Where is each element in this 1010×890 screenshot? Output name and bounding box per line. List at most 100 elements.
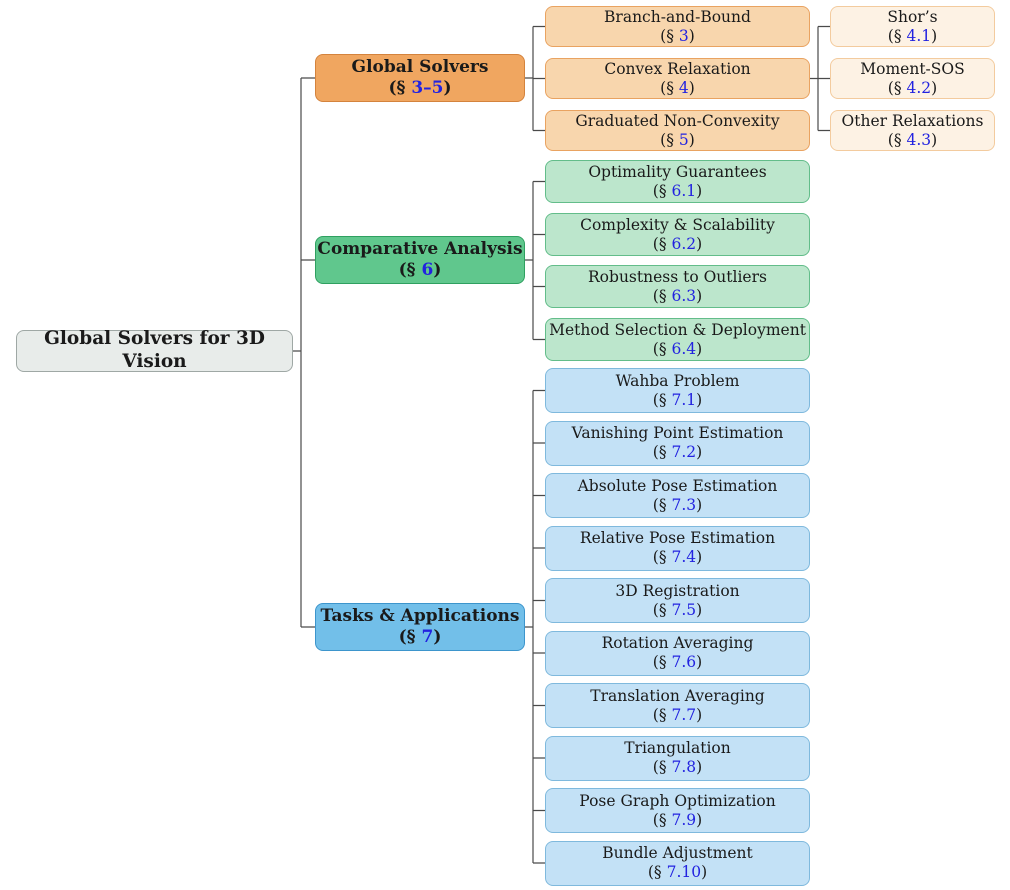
section-ref-number[interactable]: 7.10 — [666, 863, 702, 881]
node-label: Wahba Problem — [615, 371, 740, 390]
section-ref: (§ 6.3) — [653, 287, 702, 306]
section-ref: (§ 7.2) — [653, 443, 702, 462]
section-close: ) — [433, 627, 442, 647]
section-ref: (§ 4.1) — [888, 27, 937, 46]
section-ref-number[interactable]: 6.1 — [671, 181, 697, 200]
connector-comparative-analysis-children — [525, 180, 545, 341]
node-relative-pose-estimation: Relative Pose Estimation (§ 7.4) — [545, 525, 810, 571]
node-label: Global Solvers for 3D Vision — [44, 328, 265, 372]
node-pose-graph-optimization: Pose Graph Optimization (§ 7.9) — [545, 788, 810, 833]
section-ref-number[interactable]: 7.5 — [671, 600, 697, 619]
node-graduated-non-convexity: Graduated Non-Convexity (§ 5) — [545, 110, 810, 151]
node-label: Shor’s — [887, 7, 938, 26]
section-close: ) — [433, 260, 442, 280]
node-other-relaxations: Other Relaxations (§ 4.3) — [830, 110, 995, 151]
node-vanishing-point-estimation: Vanishing Point Estimation (§ 7.2) — [545, 420, 810, 466]
section-open: (§ — [652, 443, 672, 461]
section-open: (§ — [652, 234, 672, 253]
section-ref-number[interactable]: 7.4 — [671, 548, 697, 566]
section-ref: (§ 7.5) — [653, 601, 702, 620]
section-close: ) — [701, 863, 708, 881]
node-optimality-guarantees: Optimality Guarantees (§ 6.1) — [545, 160, 810, 203]
section-open: (§ — [652, 758, 672, 776]
section-open: (§ — [887, 130, 907, 149]
node-label: Pose Graph Optimization — [579, 791, 776, 810]
section-ref-number[interactable]: 6.2 — [671, 234, 697, 253]
section-ref-number[interactable]: 4.2 — [906, 78, 932, 97]
section-ref: (§ 3–5) — [388, 78, 451, 99]
section-close: ) — [931, 130, 938, 149]
section-open: (§ — [398, 260, 422, 280]
section-ref-number[interactable]: 6.3 — [671, 286, 697, 305]
section-ref-number[interactable]: 7 — [421, 627, 434, 647]
section-open: (§ — [652, 548, 672, 566]
section-close: ) — [696, 390, 703, 409]
section-ref: (§ 6.2) — [653, 235, 702, 254]
node-3d-registration: 3D Registration (§ 7.5) — [545, 578, 810, 623]
section-close: ) — [931, 78, 938, 97]
section-open: (§ — [652, 339, 672, 358]
section-ref-number[interactable]: 7.8 — [671, 758, 697, 776]
section-close: ) — [931, 26, 938, 45]
connector-global-solvers-children — [525, 25, 545, 132]
section-ref: (§ 4.2) — [888, 79, 937, 98]
node-root: Global Solvers for 3D Vision — [16, 328, 293, 372]
node-method-selection-deployment: Method Selection & Deployment (§ 6.4) — [545, 318, 810, 361]
section-close: ) — [688, 26, 695, 45]
section-ref: (§ 6) — [399, 260, 442, 281]
section-ref: (§ 7.6) — [653, 653, 702, 672]
section-close: ) — [696, 548, 703, 566]
section-ref: (§ 6.1) — [653, 182, 702, 201]
node-translation-averaging: Translation Averaging (§ 7.7) — [545, 683, 810, 728]
section-open: (§ — [887, 78, 907, 97]
node-label: Triangulation — [624, 739, 731, 758]
node-triangulation: Triangulation (§ 7.8) — [545, 735, 810, 781]
node-tasks-applications: Tasks & Applications (§ 7) — [315, 603, 525, 651]
node-convex-relaxation: Convex Relaxation (§ 4) — [545, 58, 810, 99]
section-open: (§ — [887, 26, 907, 45]
section-ref-number[interactable]: 6.4 — [671, 339, 697, 358]
section-ref: (§ 7) — [399, 627, 442, 648]
node-wahba-problem: Wahba Problem (§ 7.1) — [545, 368, 810, 413]
section-ref-number[interactable]: 7.3 — [671, 495, 697, 514]
node-complexity-scalability: Complexity & Scalability (§ 6.2) — [545, 213, 810, 256]
section-open: (§ — [652, 705, 672, 724]
section-ref-number[interactable]: 5 — [678, 130, 689, 149]
section-ref: (§ 7.1) — [653, 391, 702, 410]
section-ref-number[interactable]: 7.9 — [671, 810, 697, 829]
connector-convex-relaxation-children — [810, 25, 830, 132]
section-open: (§ — [652, 653, 672, 671]
section-close: ) — [696, 810, 703, 829]
section-ref-number[interactable]: 7.2 — [671, 443, 697, 461]
section-ref-number[interactable]: 7.1 — [671, 390, 697, 409]
section-close: ) — [696, 653, 703, 671]
section-ref-number[interactable]: 3 — [678, 26, 689, 45]
node-label: Comparative Analysis — [317, 239, 523, 260]
section-ref-number[interactable]: 3–5 — [411, 78, 444, 98]
section-ref: (§ 7.3) — [653, 496, 702, 515]
section-ref: (§ 3) — [660, 27, 695, 46]
section-ref-number[interactable]: 6 — [421, 260, 434, 280]
section-close: ) — [696, 286, 703, 305]
section-open: (§ — [398, 627, 422, 647]
node-bundle-adjustment: Bundle Adjustment (§ 7.10) — [545, 840, 810, 886]
section-close: ) — [696, 181, 703, 200]
node-label: Complexity & Scalability — [580, 215, 775, 234]
section-ref: (§ 7.7) — [653, 706, 702, 725]
node-label: Robustness to Outliers — [588, 267, 767, 286]
section-ref: (§ 7.9) — [653, 811, 702, 830]
node-label: Convex Relaxation — [604, 59, 751, 78]
section-ref-number[interactable]: 4.3 — [906, 130, 932, 149]
connector-tasks-children — [525, 389, 545, 864]
section-ref-number[interactable]: 4.1 — [906, 26, 932, 45]
node-comparative-analysis: Comparative Analysis (§ 6) — [315, 236, 525, 284]
node-label: Moment-SOS — [860, 59, 965, 78]
section-ref-number[interactable]: 7.6 — [671, 653, 697, 671]
section-ref-number[interactable]: 7.7 — [671, 705, 697, 724]
node-label: Vanishing Point Estimation — [571, 424, 784, 443]
section-ref-number[interactable]: 4 — [678, 78, 689, 97]
section-open: (§ — [660, 78, 679, 97]
section-open: (§ — [652, 286, 672, 305]
section-ref: (§ 7.10) — [648, 863, 707, 882]
